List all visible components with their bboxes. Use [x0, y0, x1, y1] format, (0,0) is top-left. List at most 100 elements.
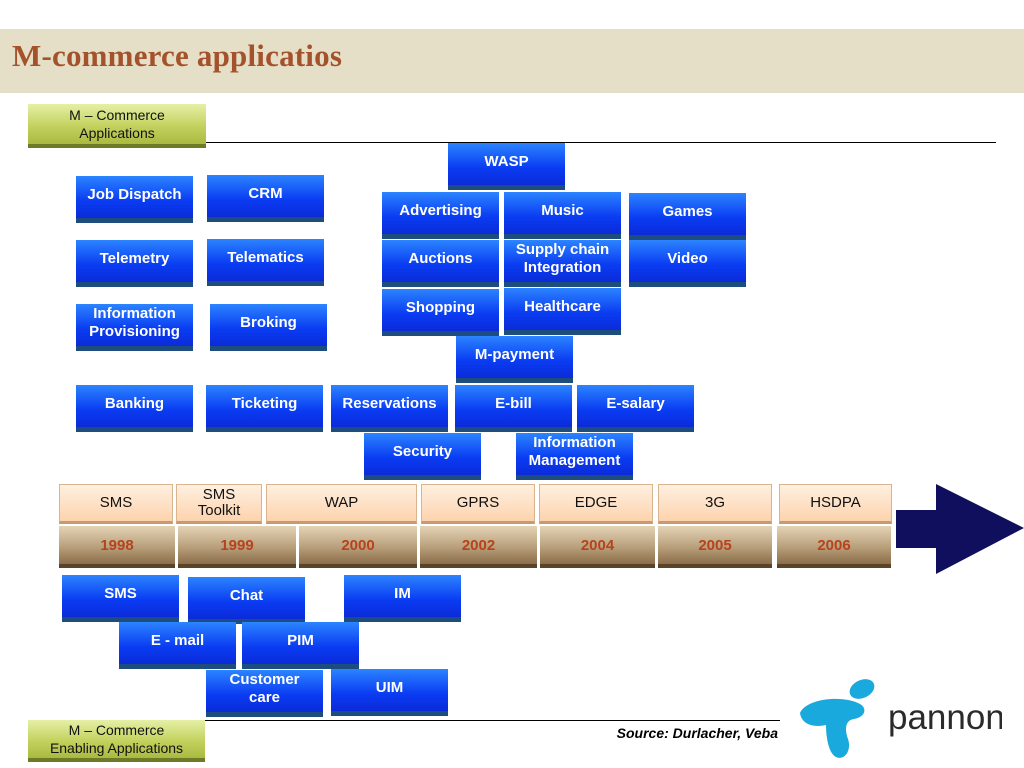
box-information-management: Information Management: [516, 433, 633, 480]
year-2005-label: 2005: [698, 536, 732, 554]
box-games: Games: [629, 193, 746, 240]
box-ticketing-label: Ticketing: [231, 394, 298, 412]
box-customer-care-line2: care: [249, 688, 280, 706]
box-supply-chain-integration: Supply chain Integration: [504, 240, 621, 287]
year-1999-label: 1999: [220, 536, 254, 554]
tech-3g: 3G: [658, 484, 772, 524]
pannon-logo-mark-icon: [800, 679, 875, 758]
tech-sms-label: SMS: [99, 494, 133, 511]
year-2004-label: 2004: [580, 536, 615, 554]
box-telemetry-label: Telemetry: [99, 249, 170, 267]
tech-wap-label: WAP: [324, 494, 359, 511]
title-bar: M-commerce applicatios: [0, 29, 1024, 93]
tech-sms-toolkit: SMS Toolkit: [176, 484, 262, 524]
box-security-label: Security: [392, 442, 453, 460]
box-games-label: Games: [662, 202, 713, 220]
applications-tag: M – Commerce Applications: [28, 104, 206, 148]
tech-gprs: GPRS: [421, 484, 535, 524]
year-2002-label: 2002: [461, 536, 496, 554]
box-healthcare-label: Healthcare: [524, 297, 601, 315]
year-1998: 1998: [59, 526, 175, 568]
box-uim-label: UIM: [375, 678, 404, 696]
box-im-label: IM: [394, 584, 411, 602]
pannon-logo-text: pannon: [888, 698, 1002, 737]
box-supply-chain-line1: Supply chain: [515, 240, 610, 258]
tech-hsdpa-label: HSDPA: [810, 494, 861, 511]
box-information-provisioning-line1: Information: [93, 304, 176, 322]
year-1998-label: 1998: [100, 536, 134, 554]
box-m-payment-label: M-payment: [474, 345, 555, 363]
box-telematics-label: Telematics: [227, 248, 304, 266]
box-broking-label: Broking: [240, 313, 297, 331]
box-healthcare: Healthcare: [504, 288, 621, 335]
box-m-payment: M-payment: [456, 336, 573, 383]
box-advertising-label: Advertising: [399, 201, 482, 219]
tech-gprs-label: GPRS: [456, 494, 500, 511]
box-banking-label: Banking: [104, 394, 165, 412]
box-enabling-sms: SMS: [62, 575, 179, 622]
enabling-tag-line2: Enabling Applications: [49, 740, 184, 756]
box-e-bill: E-bill: [455, 385, 572, 432]
box-video-label: Video: [667, 249, 708, 267]
box-pim-label: PIM: [287, 631, 314, 649]
box-crm: CRM: [207, 175, 324, 222]
box-chat: Chat: [188, 577, 305, 624]
enabling-applications-tag: M – Commerce Enabling Applications: [28, 720, 205, 762]
tech-edge-label: EDGE: [574, 494, 618, 511]
box-job-dispatch: Job Dispatch: [76, 176, 193, 223]
box-im: IM: [344, 575, 461, 622]
box-music-label: Music: [541, 201, 584, 219]
box-crm-label: CRM: [248, 184, 283, 202]
box-reservations: Reservations: [331, 385, 448, 432]
box-information-management-line2: Management: [528, 451, 621, 469]
tech-wap: WAP: [266, 484, 417, 524]
tech-sms-toolkit-line2: Toolkit: [197, 502, 241, 519]
applications-tag-line2: Applications: [79, 125, 155, 141]
box-email: E - mail: [119, 622, 236, 669]
box-shopping: Shopping: [382, 289, 499, 336]
timeline-arrow-icon: [896, 484, 1024, 574]
box-telemetry: Telemetry: [76, 240, 193, 287]
box-banking: Banking: [76, 385, 193, 432]
tech-edge: EDGE: [539, 484, 653, 524]
box-enabling-sms-label: SMS: [104, 584, 137, 602]
box-shopping-label: Shopping: [405, 298, 476, 316]
box-music: Music: [504, 192, 621, 239]
box-video: Video: [629, 240, 746, 287]
tech-hsdpa: HSDPA: [779, 484, 892, 524]
box-customer-care-line1: Customer: [229, 670, 300, 688]
box-auctions: Auctions: [382, 240, 499, 287]
applications-tag-line1: M – Commerce: [69, 107, 165, 123]
box-e-salary: E-salary: [577, 385, 694, 432]
box-information-provisioning: Information Provisioning: [76, 304, 193, 351]
box-job-dispatch-label: Job Dispatch: [87, 185, 182, 203]
enabling-tag-line1: M – Commerce: [68, 722, 165, 738]
source-citation: Source: Durlacher, Veba: [616, 725, 778, 741]
box-advertising: Advertising: [382, 192, 499, 239]
box-uim: UIM: [331, 669, 448, 716]
tech-sms: SMS: [59, 484, 173, 524]
box-wasp: WASP: [448, 143, 565, 190]
box-customer-care: Customer care: [206, 670, 323, 717]
year-2004: 2004: [540, 526, 655, 568]
box-ticketing: Ticketing: [206, 385, 323, 432]
year-2006: 2006: [777, 526, 891, 568]
box-broking: Broking: [210, 304, 327, 351]
box-reservations-label: Reservations: [342, 394, 437, 412]
year-2006-label: 2006: [817, 536, 851, 554]
box-chat-label: Chat: [229, 586, 264, 604]
box-information-management-line1: Information: [533, 433, 616, 451]
box-auctions-label: Auctions: [408, 249, 473, 267]
box-telematics: Telematics: [207, 239, 324, 286]
year-2002: 2002: [420, 526, 537, 568]
year-2000-label: 2000: [341, 536, 375, 554]
year-1999: 1999: [178, 526, 296, 568]
tech-sms-toolkit-line1: SMS: [202, 486, 236, 503]
top-divider-line: [50, 142, 996, 143]
pannon-logo: pannon: [800, 679, 1002, 758]
box-pim: PIM: [242, 622, 359, 669]
bottom-divider-line: [36, 720, 780, 721]
box-security: Security: [364, 433, 481, 480]
year-2005: 2005: [658, 526, 772, 568]
year-2000: 2000: [299, 526, 417, 568]
